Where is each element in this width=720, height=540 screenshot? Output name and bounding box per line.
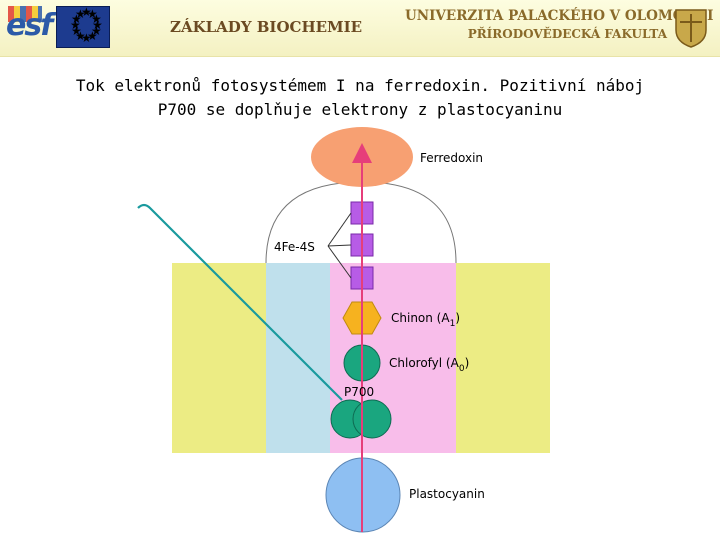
fes-label: 4Fe-4S (274, 240, 315, 254)
plastocyanin-label: Plastocyanin (409, 487, 485, 501)
ferredoxin-label: Ferredoxin (420, 151, 483, 165)
p700-chlorophyll-right (353, 400, 391, 438)
p700-label: P700 (344, 385, 374, 399)
